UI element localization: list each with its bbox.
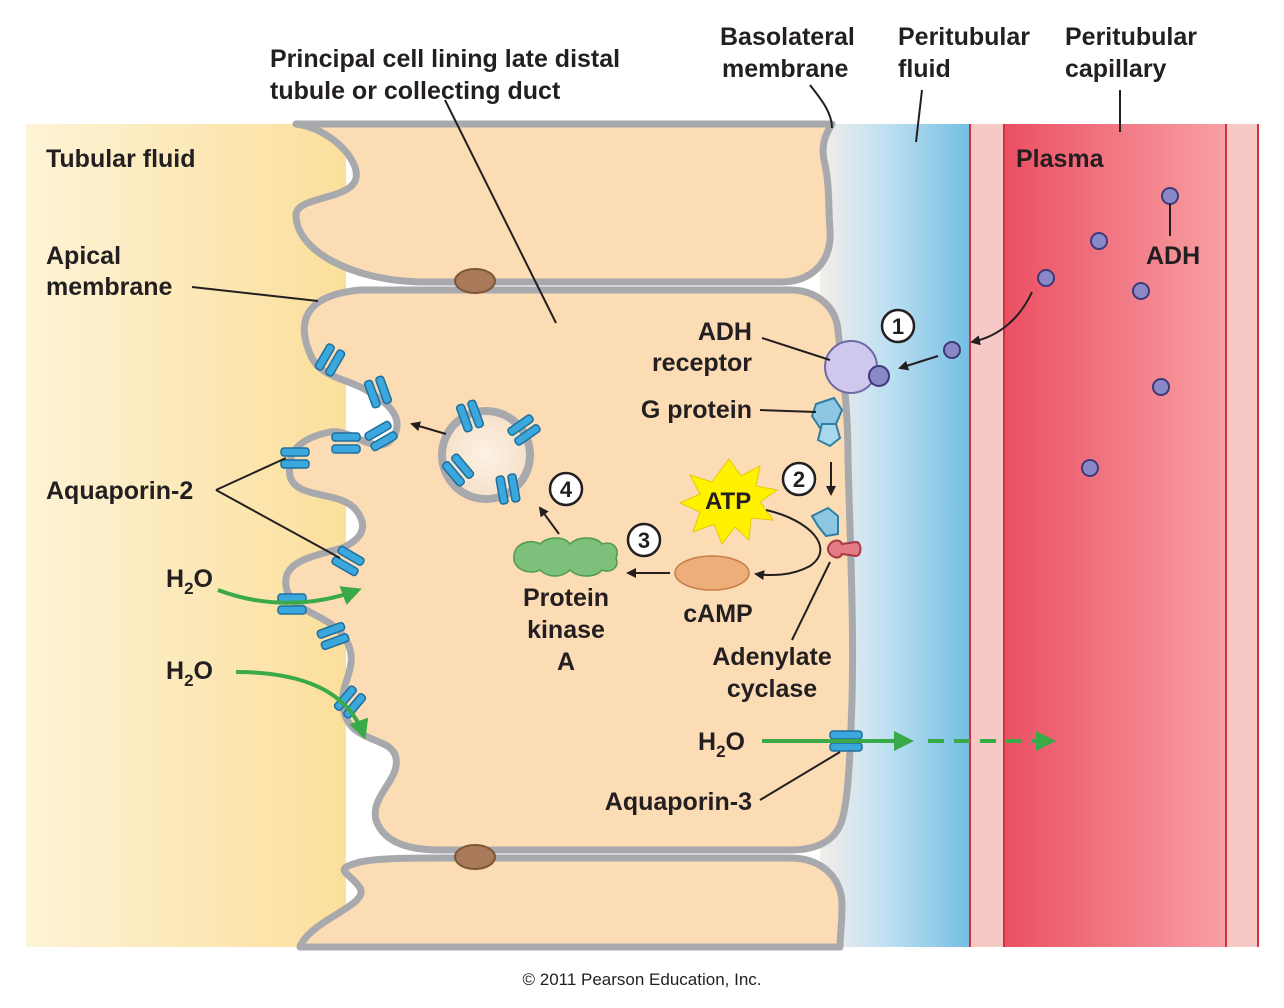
adh-receptor-leader: [761, 337, 831, 361]
atp-to-camp-arrow: [754, 509, 822, 581]
aquaporin-2-channel: [316, 621, 350, 651]
plasma-region: [1004, 124, 1226, 947]
vesicle-to-membrane-arrow: [410, 421, 447, 435]
step-2-badge: 2: [781, 461, 817, 497]
peritubular-capillary-label-line1: Peritubular: [1065, 23, 1197, 51]
pka-label-line2: kinase: [527, 616, 605, 644]
svg-text:4: 4: [560, 477, 573, 502]
adh-dot: [1152, 378, 1170, 396]
capillary-wall-right: [1226, 124, 1258, 947]
aquaporin-2-label: Aquaporin-2: [46, 477, 193, 505]
peritubular-fluid-label-line2: fluid: [898, 55, 951, 83]
lower-neighbor-cell: [296, 854, 846, 951]
adh-label: ADH: [1146, 242, 1200, 270]
aquaporin-2-channel: [441, 453, 475, 487]
g-protein-label: G protein: [641, 396, 752, 424]
water-influx-arrow-upper: [217, 586, 362, 605]
pka-label-line3: A: [557, 648, 575, 676]
aquaporin-3-label: Aquaporin-3: [605, 788, 752, 816]
tight-junction-upper: [454, 268, 496, 294]
pka-label-line1: Protein: [523, 584, 609, 612]
adenylate-cyclase: [827, 539, 862, 559]
peritubular-fluid-leader: [915, 89, 923, 143]
adh-dot: [1037, 269, 1055, 287]
apical-membrane-label-line2: membrane: [46, 273, 173, 301]
camp-label: cAMP: [683, 600, 752, 628]
svg-text:2: 2: [793, 467, 805, 492]
apical-membrane-label-line1: Apical: [46, 242, 121, 270]
tubular-fluid-label: Tubular fluid: [46, 145, 196, 173]
upper-neighbor-cell: [292, 120, 836, 286]
aquaporin-2-leader-lower: [215, 489, 341, 559]
adh-dot: [943, 341, 961, 359]
adh-dot: [1161, 187, 1179, 205]
pka-to-vesicle-arrow: [538, 506, 560, 535]
adh-dot: [1132, 282, 1150, 300]
adh-to-receptor-arrow: [898, 355, 939, 371]
aquaporin-2-channel: [455, 399, 485, 433]
adh-receptor-label-line1: ADH: [698, 318, 752, 346]
adenylate-cyclase-label-line2: cyclase: [727, 675, 817, 703]
capillary-wall-left: [970, 124, 1004, 947]
aquaporin-2-channel: [331, 545, 365, 577]
basolateral-label-line2: membrane: [722, 55, 849, 83]
water-label-lower: H2O: [166, 657, 213, 690]
aquaporin-3-leader: [759, 751, 841, 801]
aquaporin-2-channel: [314, 343, 346, 377]
peritubular-fluid-label-line1: Peritubular: [898, 23, 1030, 51]
tight-junction-lower: [454, 844, 496, 870]
aquaporin-2-channel: [277, 593, 307, 615]
svg-text:3: 3: [638, 528, 650, 553]
protein-kinase-a: [513, 537, 618, 577]
adh-molecules: [943, 187, 1179, 477]
basolateral-label-line1: Basolateral: [720, 23, 855, 51]
aquaporin-2-channel: [280, 447, 310, 469]
principal-cell-label-line1: Principal cell lining late distal: [270, 45, 620, 73]
adh-binding-arrow: [970, 291, 1033, 346]
aquaporin-2-channel: [364, 420, 398, 452]
basolateral-leader: [809, 84, 833, 129]
aquaporin-2-leader-upper: [215, 457, 287, 491]
peritubular-capillary-label-line2: capillary: [1065, 55, 1167, 83]
water-influx-arrow-lower: [235, 670, 369, 740]
g-protein-activated: [810, 506, 839, 538]
water-label-upper: H2O: [166, 565, 213, 598]
principal-cell-label-line2: tubule or collecting duct: [270, 77, 561, 105]
adenylate-cyclase-leader: [791, 561, 831, 641]
step-4-badge: 4: [548, 471, 584, 507]
camp-molecule: [674, 555, 750, 591]
adh-dot: [1081, 459, 1099, 477]
step-3-badge: 3: [626, 522, 662, 558]
adenylate-cyclase-label-line1: Adenylate: [712, 643, 832, 671]
aquaporin-2-channel: [507, 414, 541, 446]
water-label-basolateral: H2O: [698, 728, 745, 761]
atp-label: ATP: [705, 488, 751, 515]
atp-starburst: [678, 458, 779, 546]
aquaporin-2-channel: [331, 432, 361, 454]
tubular-fluid-region: [26, 124, 346, 947]
step-1-badge: 1: [880, 308, 916, 344]
apical-membrane-leader: [191, 286, 319, 302]
adh-bound-dot: [868, 365, 890, 387]
g-protein-leader: [759, 409, 817, 413]
adh-receptor-label-line2: receptor: [652, 349, 752, 377]
plasma-label: Plasma: [1016, 145, 1105, 173]
copyright-notice: © 2011 Pearson Education, Inc.: [522, 970, 761, 989]
principal-cell-leader: [444, 99, 557, 324]
svg-text:1: 1: [892, 314, 904, 339]
g-protein: [810, 396, 844, 448]
adh-receptor: [824, 340, 878, 394]
adh-dot: [1090, 232, 1108, 250]
aquaporin-2-channel: [495, 473, 521, 505]
aquaporin-2-channel: [363, 375, 393, 409]
